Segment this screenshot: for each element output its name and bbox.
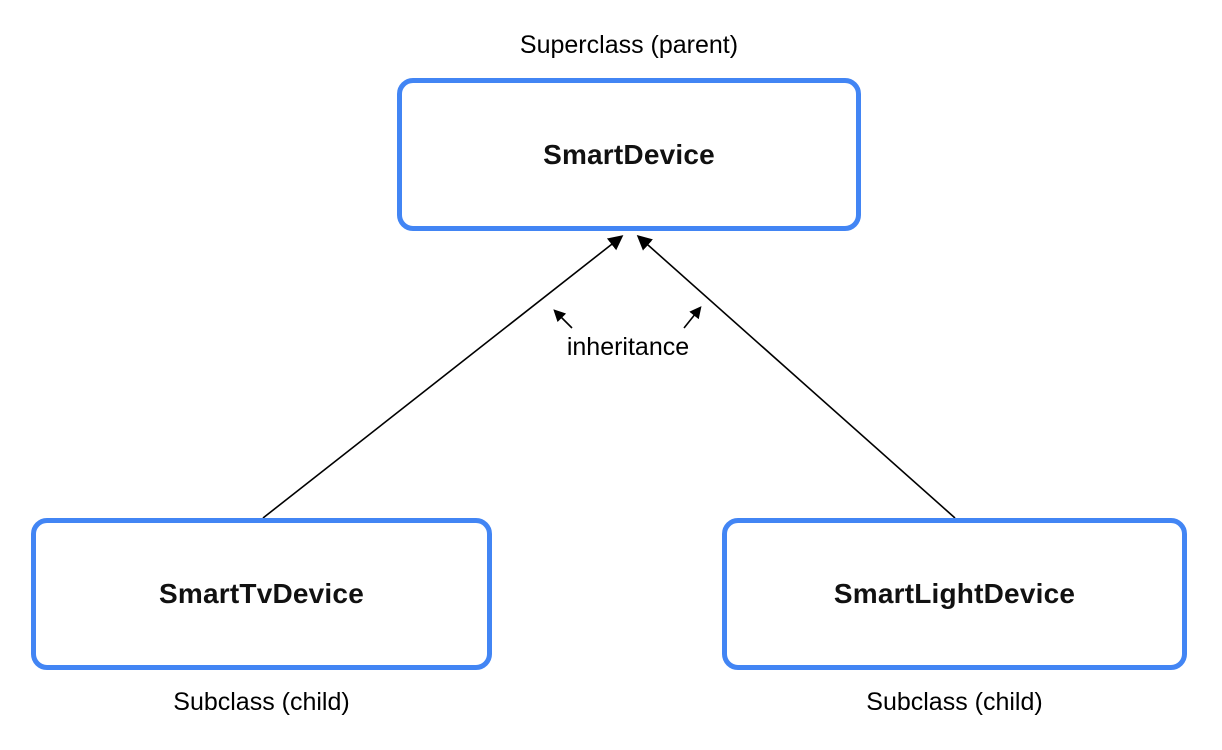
edge-tv-to-superclass-arrow bbox=[262, 235, 624, 519]
annotation-arrow-left-icon bbox=[553, 309, 573, 329]
class-name-smarttvdevice: SmartTvDevice bbox=[159, 578, 364, 609]
subclass-tv-role-label: Subclass (child) bbox=[173, 688, 350, 716]
subclass-light-role-label: Subclass (child) bbox=[866, 688, 1043, 716]
class-box-smarttvdevice: SmartTvDevice bbox=[31, 518, 492, 670]
inheritance-edge-label: inheritance bbox=[566, 333, 690, 361]
annotation-arrow-right-icon bbox=[683, 306, 702, 329]
class-box-smartlightdevice: SmartLightDevice bbox=[722, 518, 1187, 670]
edge-light-to-superclass-arrow bbox=[636, 235, 956, 519]
superclass-role-label: Superclass (parent) bbox=[519, 31, 739, 59]
class-name-smartdevice: SmartDevice bbox=[543, 138, 715, 170]
class-name-smartlightdevice: SmartLightDevice bbox=[833, 578, 1076, 609]
class-box-smartdevice: SmartDevice bbox=[397, 78, 861, 231]
